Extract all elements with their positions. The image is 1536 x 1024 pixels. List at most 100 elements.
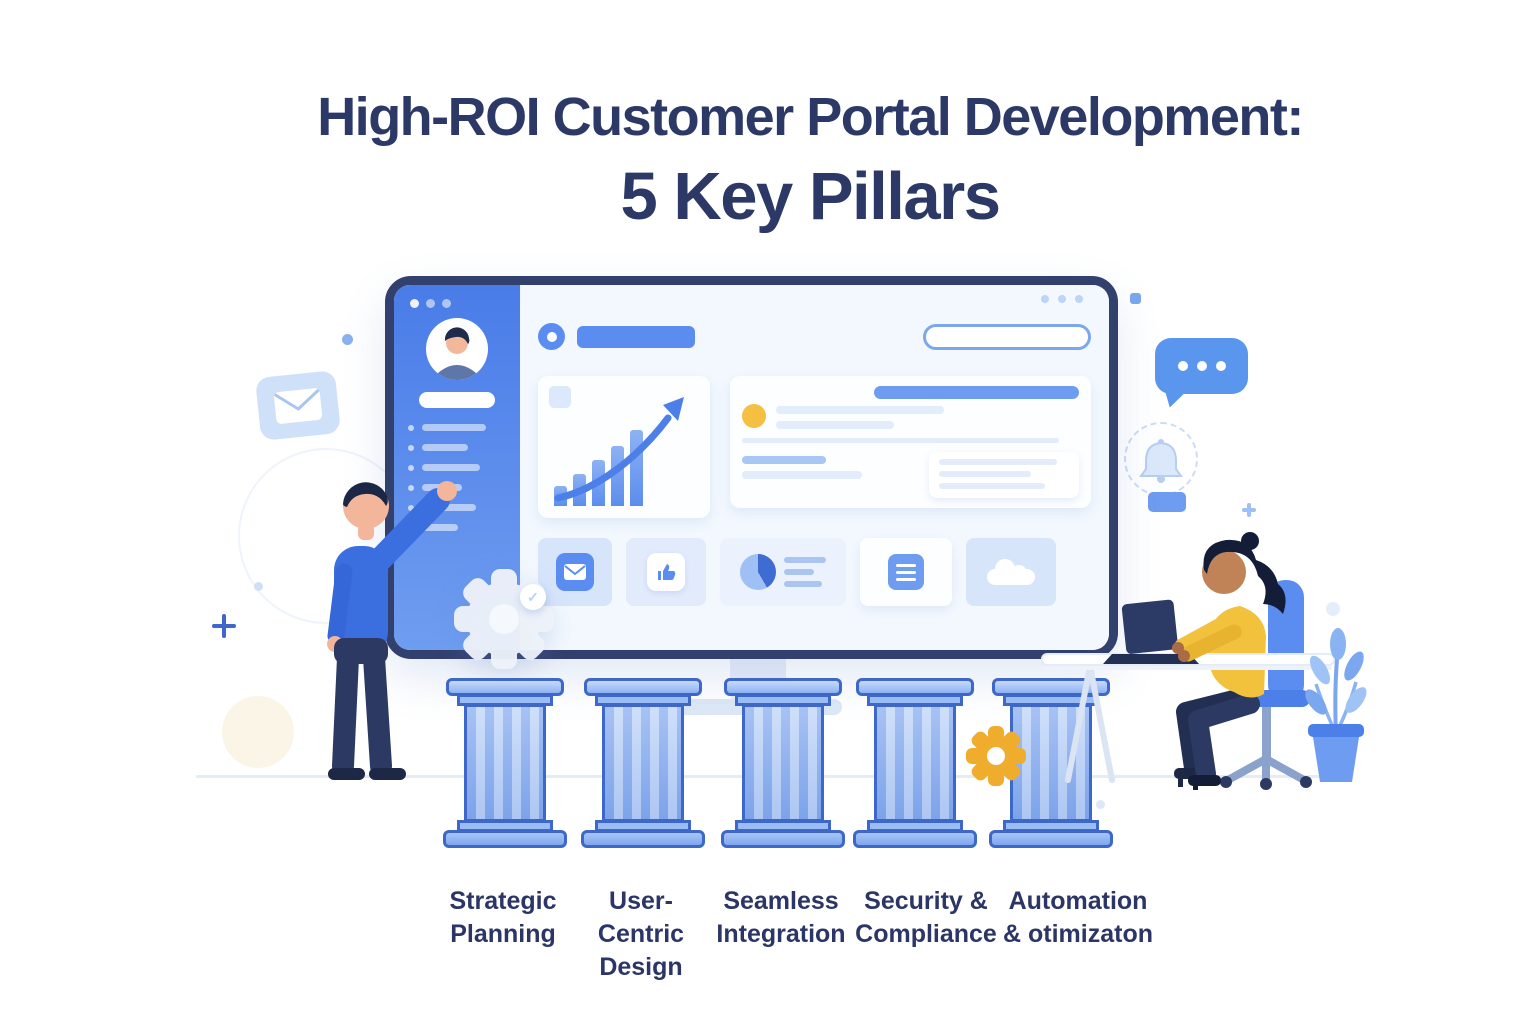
mini-cards-row bbox=[538, 538, 1091, 606]
document-card-icon bbox=[888, 554, 924, 590]
chat-bubble-icon bbox=[1155, 338, 1248, 394]
plant-pot-rim bbox=[1308, 724, 1364, 737]
avatar-glyph bbox=[438, 327, 476, 380]
chair-back bbox=[1268, 580, 1304, 702]
woman-hair bbox=[1203, 539, 1286, 614]
window-dot bbox=[426, 299, 435, 308]
topbar-title-bar bbox=[577, 325, 695, 348]
screen-corner-dots bbox=[1041, 295, 1083, 303]
sidebar-nav-item bbox=[408, 444, 506, 451]
man-shoe bbox=[369, 768, 406, 780]
page-title: High-ROI Customer Portal Development: 5 … bbox=[0, 86, 1536, 235]
pillar-label-seamless-integration: Seamless Integration bbox=[686, 885, 876, 951]
pillar-strategic-planning bbox=[443, 678, 567, 848]
background-cream-circle bbox=[222, 696, 294, 768]
like-card-icon bbox=[647, 553, 685, 591]
man-hand bbox=[437, 481, 457, 501]
bar-chart-arrow-icon bbox=[554, 397, 684, 502]
woman-at-desk bbox=[1041, 532, 1335, 790]
activity-bottom bbox=[742, 452, 1079, 498]
search-pill bbox=[923, 323, 1091, 350]
pillar-security-compliance bbox=[853, 678, 977, 848]
placeholder-line bbox=[742, 438, 1059, 443]
deco-dot bbox=[1096, 800, 1105, 809]
laptop-icon bbox=[1121, 599, 1178, 654]
chart-card bbox=[538, 376, 710, 518]
bar-chart bbox=[554, 430, 643, 506]
placeholder-line bbox=[742, 456, 826, 464]
topbar-icon bbox=[538, 323, 565, 350]
sidebar-nav-item bbox=[408, 424, 506, 431]
document-card bbox=[860, 538, 952, 606]
cloud-card bbox=[966, 538, 1056, 606]
sidebar-nav-item bbox=[408, 504, 506, 511]
pie-card bbox=[720, 538, 846, 606]
title-line1: High-ROI Customer Portal Development: bbox=[317, 87, 1304, 147]
plant bbox=[1305, 628, 1367, 782]
label-line: Centric bbox=[597, 920, 685, 948]
activity-header-bar bbox=[742, 386, 1079, 399]
label-line: & otimizaton bbox=[1003, 920, 1153, 948]
label-line: Strategic bbox=[449, 887, 557, 915]
man-shoe bbox=[328, 768, 365, 780]
like-card bbox=[626, 538, 706, 606]
pillar-label-strategic-planning: Strategic Planning bbox=[408, 885, 598, 951]
placeholder-line bbox=[776, 406, 944, 414]
bubble-dot bbox=[1196, 361, 1207, 371]
deco-dot bbox=[342, 334, 353, 345]
dashboard-topbar bbox=[538, 323, 1091, 350]
label-line: Compliance bbox=[855, 920, 997, 948]
label-line: Automation bbox=[1008, 887, 1148, 915]
nested-card bbox=[929, 452, 1079, 498]
pillar-seamless-integration bbox=[721, 678, 845, 848]
plus-icon bbox=[212, 614, 236, 638]
label-line: Integration bbox=[716, 920, 846, 948]
mail-card bbox=[538, 538, 612, 606]
placeholder-line bbox=[939, 483, 1045, 489]
activity-card bbox=[730, 376, 1091, 508]
activity-row bbox=[742, 404, 1079, 429]
pillar-label-user-centric-design: User- Centric Design bbox=[546, 885, 736, 984]
placeholder-line bbox=[939, 459, 1057, 465]
bell-badge bbox=[1148, 492, 1186, 512]
deco-dot bbox=[254, 582, 263, 591]
man-pointing bbox=[327, 481, 457, 780]
deco-dot bbox=[1326, 602, 1340, 616]
sidebar-nav-item bbox=[408, 464, 506, 471]
plant-pot bbox=[1313, 737, 1359, 782]
title-line2: 5 Key Pillars bbox=[620, 159, 1001, 234]
label-line: Planning bbox=[450, 920, 556, 948]
bell-glyph bbox=[1139, 439, 1183, 483]
chart-card-icon bbox=[549, 386, 571, 408]
label-line: Design bbox=[599, 953, 683, 981]
dashboard-cards-row bbox=[538, 376, 1091, 518]
pie-chart-icon bbox=[740, 554, 776, 590]
window-dot bbox=[442, 299, 451, 308]
deco-square bbox=[1130, 293, 1141, 304]
plus-icon bbox=[1242, 503, 1256, 517]
activity-blue-bar bbox=[874, 386, 1079, 399]
bubble-dot bbox=[1215, 361, 1226, 371]
check-badge: ✓ bbox=[520, 584, 546, 610]
placeholder-line bbox=[776, 421, 894, 429]
gear-icon bbox=[454, 569, 554, 669]
pillar-user-centric-design bbox=[581, 678, 705, 848]
window-dots bbox=[410, 299, 506, 308]
notification-bell-icon bbox=[1124, 422, 1200, 522]
status-dot bbox=[742, 404, 766, 428]
check-glyph: ✓ bbox=[527, 588, 539, 605]
sidebar-pill bbox=[419, 392, 495, 408]
cloud-card-icon bbox=[987, 559, 1035, 585]
envelope-icon bbox=[254, 369, 342, 442]
pillar-label-automation-optimization: Automation & otimizaton bbox=[983, 885, 1173, 951]
man-hair bbox=[343, 482, 388, 507]
window-dot bbox=[410, 299, 419, 308]
woman-head bbox=[1202, 550, 1246, 594]
pillar-label-security-compliance: Security & Compliance bbox=[831, 885, 1021, 951]
pillar-automation-optimization bbox=[989, 678, 1113, 848]
label-line: Seamless bbox=[723, 887, 839, 915]
label-line: User- bbox=[609, 887, 673, 915]
envelope-glyph bbox=[273, 387, 323, 424]
bell-ring bbox=[1124, 422, 1198, 496]
